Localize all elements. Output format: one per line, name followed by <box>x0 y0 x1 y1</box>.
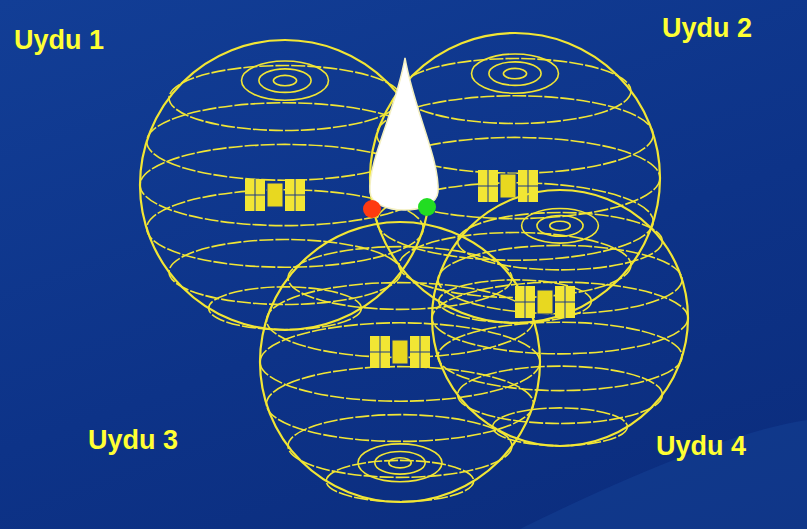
panel-grid <box>478 186 498 187</box>
solar-panel <box>515 286 535 318</box>
green-point <box>418 198 436 216</box>
satellite-icon <box>245 179 305 211</box>
coverage-sphere <box>370 33 660 323</box>
panel-grid <box>370 352 390 353</box>
panel-grid <box>518 186 538 187</box>
pole-ring <box>389 458 411 468</box>
satellite-body <box>500 174 516 198</box>
satellite-label-group: Uydu 1 <box>14 26 104 56</box>
latitude-ring <box>266 367 533 442</box>
satellite-icon <box>370 336 430 368</box>
receiver-position <box>363 58 438 218</box>
coverage-sphere <box>432 190 688 446</box>
latitude-ring <box>209 287 362 330</box>
satellite-label: Uydu 3 <box>88 426 178 456</box>
solar-panel <box>410 336 430 368</box>
latitude-ring <box>169 240 401 305</box>
pole-ring <box>489 62 541 85</box>
pole-ring <box>522 209 599 244</box>
latitude-ring <box>438 322 682 390</box>
pole-ring <box>358 444 442 482</box>
panel-grid <box>245 195 265 196</box>
latitude-ring <box>288 247 512 310</box>
latitude-ring <box>260 323 540 401</box>
satellite-body <box>267 183 283 207</box>
satellite-body <box>392 340 408 364</box>
latitude-ring <box>399 59 631 124</box>
panel-grid <box>410 352 430 353</box>
solar-panel <box>245 179 265 211</box>
solar-panel <box>478 170 498 202</box>
panel-grid <box>555 302 575 303</box>
pole-ring <box>472 54 559 93</box>
satellite-label-group: Uydu 2 <box>662 14 752 44</box>
pole-ring <box>550 221 570 230</box>
panel-grid <box>285 195 305 196</box>
pole-ring <box>537 215 583 236</box>
pole-ring <box>375 451 425 474</box>
pole-ring <box>242 61 329 100</box>
latitude-ring <box>432 282 688 354</box>
satellite-label-group: Uydu 3 <box>88 426 178 456</box>
latitude-ring <box>169 66 401 131</box>
red-point <box>363 200 381 218</box>
satellite-icon <box>478 170 538 202</box>
coverage-spheres <box>140 33 688 502</box>
position-teardrop <box>370 58 438 210</box>
sphere-outline <box>370 33 660 323</box>
satellite-label-group: Uydu 4 <box>656 432 746 462</box>
pole-ring <box>273 75 296 85</box>
satellite-icon <box>515 286 575 318</box>
latitude-ring <box>493 408 628 446</box>
latitude-ring <box>288 415 512 478</box>
panel-grid <box>515 302 535 303</box>
pole-ring <box>503 68 526 78</box>
solar-panel <box>370 336 390 368</box>
satellite-body <box>537 290 553 314</box>
background-swoosh <box>520 420 807 529</box>
latitude-ring <box>458 366 663 423</box>
satellite-label: Uydu 2 <box>662 14 752 44</box>
satellite-label: Uydu 4 <box>656 432 746 462</box>
satellite-label: Uydu 1 <box>14 26 104 56</box>
pole-ring <box>259 69 311 92</box>
solar-panel <box>555 286 575 318</box>
sphere-outline <box>432 190 688 446</box>
solar-panel <box>285 179 305 211</box>
latitude-ring <box>458 213 663 270</box>
